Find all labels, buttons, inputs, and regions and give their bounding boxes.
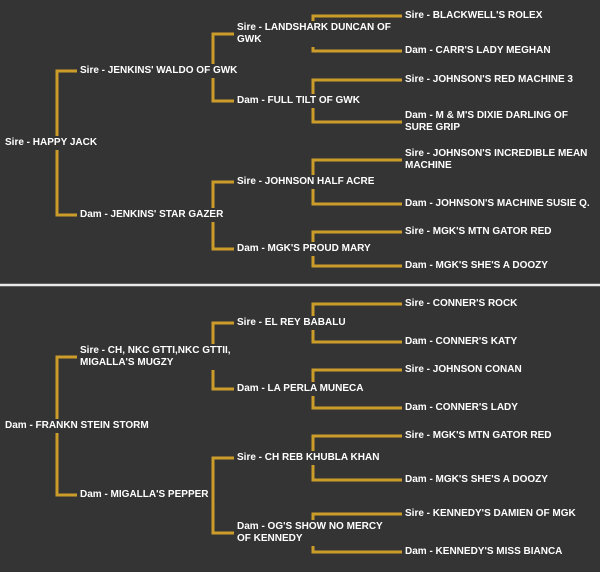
node-dam-dam: Dam - MIGALLA'S PEPPER: [78, 488, 211, 502]
node-dam-sire-sire: Sire - EL REY BABALU: [235, 316, 348, 330]
node-dam-dam-sire-sire: Sire - MGK'S MTN GATOR RED: [403, 429, 554, 443]
node-dam-dam-sire: Sire - CH REB KHUBLA KHAN: [235, 451, 382, 465]
node-dam-sire-dam-dam: Dam - CONNER'S LADY: [403, 401, 520, 415]
node-sire-sire-dam-sire: Sire - JOHNSON'S RED MACHINE 3: [403, 73, 575, 87]
node-dam-sire: Sire - CH, NKC GTTI,NKC GTTII, MIGALLA'S…: [78, 344, 233, 370]
node-dam-sire-sire-sire: Sire - CONNER'S ROCK: [403, 297, 520, 311]
node-dam: Dam - FRANKN STEIN STORM: [3, 419, 151, 433]
node-dam-sire-dam: Dam - LA PERLA MUNECA: [235, 382, 366, 396]
node-sire-sire: Sire - JENKINS' WALDO OF GWK: [78, 64, 240, 78]
node-sire-sire-sire: Sire - LANDSHARK DUNCAN OF GWK: [235, 21, 393, 47]
node-sire-dam-sire-sire: Sire - JOHNSON'S INCREDIBLE MEAN MACHINE: [403, 147, 590, 173]
node-dam-dam-dam-sire: Sire - KENNEDY'S DAMIEN OF MGK: [403, 507, 578, 521]
node-sire: Sire - HAPPY JACK: [3, 136, 100, 150]
node-sire-sire-dam: Dam - FULL TILT OF GWK: [235, 94, 362, 108]
node-sire-dam-dam: Dam - MGK'S PROUD MARY: [235, 242, 373, 256]
node-sire-dam: Dam - JENKINS' STAR GAZER: [78, 208, 226, 222]
node-dam-dam-dam: Dam - OG'S SHOW NO MERCY OF KENNEDY: [235, 520, 385, 546]
node-sire-dam-sire-dam: Dam - JOHNSON'S MACHINE SUSIE Q.: [403, 197, 592, 211]
node-dam-dam-sire-dam: Dam - MGK'S SHE'S A DOOZY: [403, 473, 550, 487]
node-sire-dam-dam-dam: Dam - MGK'S SHE'S A DOOZY: [403, 259, 550, 273]
node-dam-sire-dam-sire: Sire - JOHNSON CONAN: [403, 363, 524, 377]
node-sire-sire-sire-sire: Sire - BLACKWELL'S ROLEX: [403, 9, 545, 23]
node-sire-sire-sire-dam: Dam - CARR'S LADY MEGHAN: [403, 44, 553, 58]
bracket-dam-dam: [211, 456, 234, 535]
node-sire-dam-dam-sire: Sire - MGK'S MTN GATOR RED: [403, 225, 554, 239]
node-sire-dam-sire: Sire - JOHNSON HALF ACRE: [235, 175, 377, 189]
node-dam-dam-dam-dam: Dam - KENNEDY'S MISS BIANCA: [403, 545, 565, 559]
node-sire-sire-dam-dam: Dam - M & M'S DIXIE DARLING OF SURE GRIP: [403, 109, 570, 135]
node-dam-sire-sire-dam: Dam - CONNER'S KATY: [403, 335, 520, 349]
